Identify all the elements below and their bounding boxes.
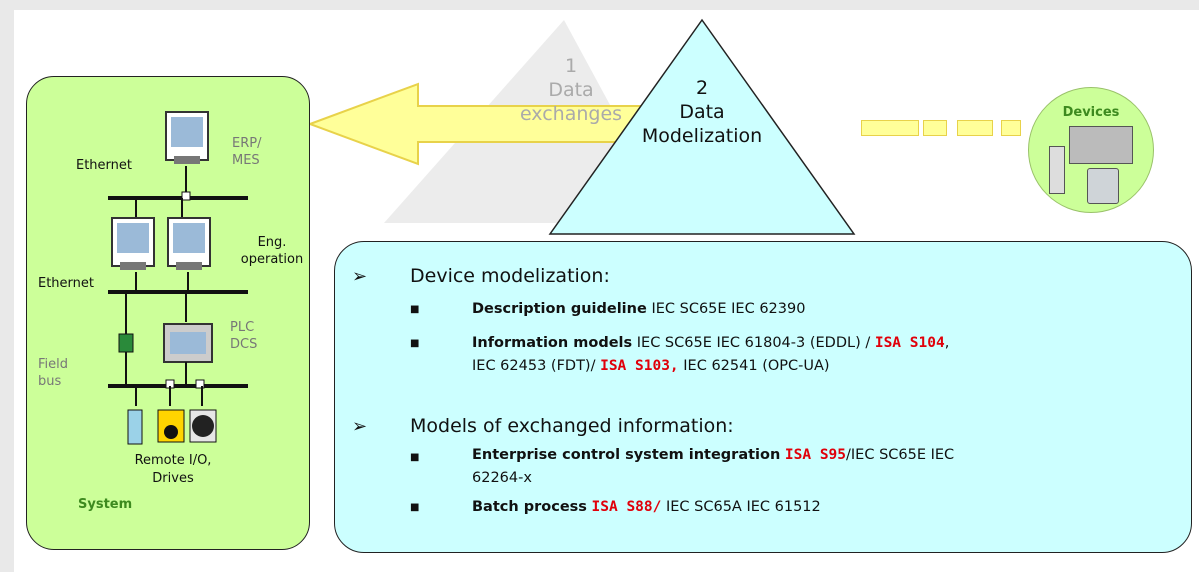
ethernet-top-label: Ethernet bbox=[76, 158, 132, 173]
modelization-info-box bbox=[334, 241, 1192, 553]
slide: 1 Data exchanges 2 Data Modelization Dev… bbox=[14, 10, 1199, 572]
network-diagram bbox=[108, 111, 248, 445]
remote-io-label: Remote I/O, Drives bbox=[134, 453, 212, 486]
square-bullet-icon: ■ bbox=[410, 304, 420, 315]
plc-dcs-label: PLC DCS bbox=[230, 320, 258, 352]
exchanged-info-heading: Models of exchanged information: bbox=[410, 415, 734, 437]
data-modelization-triangle bbox=[548, 18, 856, 235]
data-exchanges-label: 1 Data exchanges bbox=[519, 55, 623, 125]
information-models-item: Information models IEC SC65E IEC 61804-3… bbox=[472, 335, 950, 374]
erp-mes-label: ERP/ MES bbox=[232, 136, 262, 168]
device-modelization-heading: Device modelization: bbox=[410, 265, 610, 287]
square-bullet-icon: ■ bbox=[410, 338, 420, 349]
description-guideline-item: Description guideline IEC SC65E IEC 6239… bbox=[472, 301, 806, 317]
enterprise-control-item: Enterprise control system integration IS… bbox=[472, 447, 955, 486]
device-drive-icon bbox=[1087, 168, 1119, 204]
arrow-bullet-icon: ➢ bbox=[352, 266, 368, 287]
arrow-bullet-icon: ➢ bbox=[352, 416, 368, 437]
eng-operation-label: Eng. operation bbox=[240, 235, 304, 267]
batch-process-item: Batch process ISA S88/ IEC SC65A IEC 615… bbox=[472, 499, 821, 515]
system-title: System bbox=[78, 497, 133, 512]
devices-circle: Devices bbox=[1028, 87, 1154, 213]
data-modelization-label: 2 Data Modelization bbox=[641, 77, 763, 147]
device-rack-icon bbox=[1069, 126, 1133, 164]
square-bullet-icon: ■ bbox=[410, 502, 420, 513]
devices-label: Devices bbox=[1062, 105, 1120, 120]
device-panel-icon bbox=[1049, 146, 1065, 194]
field-bus-label: Field bus bbox=[38, 357, 69, 389]
ethernet-mid-label: Ethernet bbox=[38, 276, 94, 291]
square-bullet-icon: ■ bbox=[410, 452, 420, 463]
